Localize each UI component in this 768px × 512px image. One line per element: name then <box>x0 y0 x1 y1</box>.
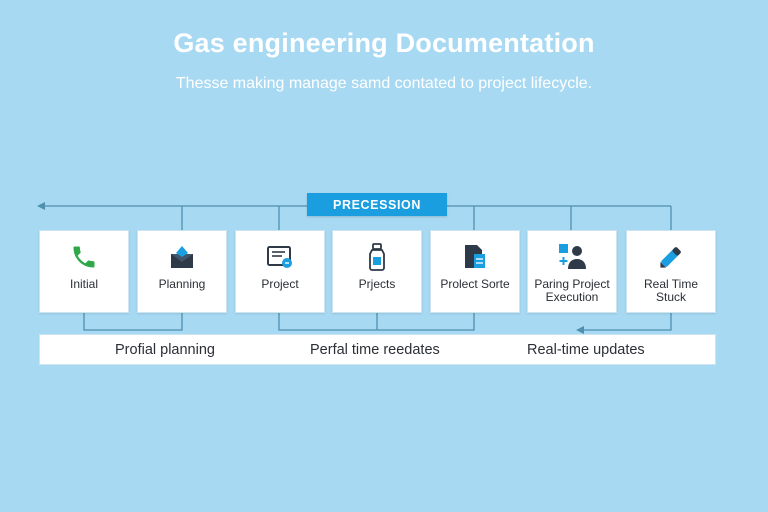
step-label: Real Time Stuck <box>643 277 699 304</box>
step-label: Prjects <box>358 277 396 291</box>
step-label: Planning <box>158 277 206 291</box>
bottom-connector-right <box>583 313 672 331</box>
bottle-icon <box>362 242 392 272</box>
bottom-connector-left <box>83 313 183 331</box>
step-card-real-time-stuck[interactable]: Real Time Stuck <box>626 230 716 313</box>
arrowhead-bottom <box>576 326 584 334</box>
pen-icon <box>656 242 686 272</box>
bottom-label-real-time-updates: Real-time updates <box>527 342 645 358</box>
step-card-planning[interactable]: Planning <box>137 230 227 313</box>
step-label: Initial <box>69 277 98 291</box>
step-card-initial[interactable]: Initial <box>39 230 129 313</box>
bottom-summary-bar: Profial planning Perfal time reedates Re… <box>39 334 716 365</box>
step-card-prolect-sorte[interactable]: Prolect Sorte <box>430 230 520 313</box>
user-icon <box>557 242 587 272</box>
envelope-icon <box>167 242 197 272</box>
stage-badge: PRECESSION <box>307 193 447 216</box>
page-subtitle: Thesse making manage samd contated to pr… <box>175 75 593 92</box>
document-icon <box>265 242 295 272</box>
step-card-paring-project-execution[interactable]: Paring Project Execution <box>527 230 617 313</box>
step-label: Prolect Sorte <box>440 277 510 291</box>
bottom-label-time-updates: Perfal time reedates <box>310 342 440 358</box>
step-card-project[interactable]: Project <box>235 230 325 313</box>
phone-icon <box>69 242 99 272</box>
arrowhead-left <box>37 202 45 210</box>
step-card-prjects[interactable]: Prjects <box>332 230 422 313</box>
page-title: Gas engineering Documentation <box>173 28 595 58</box>
step-label: Project <box>261 277 299 291</box>
bottom-label-planning: Profial planning <box>115 342 215 358</box>
file-stack-icon <box>460 242 490 272</box>
step-label: Paring Project Execution <box>534 277 610 304</box>
